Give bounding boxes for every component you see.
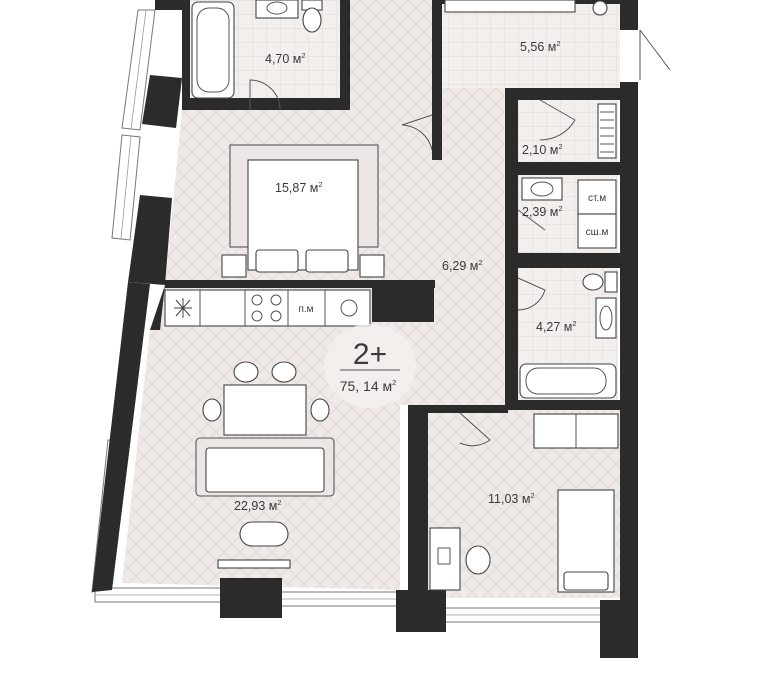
area-bathroom-top: 4,70 м2 xyxy=(265,51,306,66)
sink-icon xyxy=(595,297,617,339)
area-storage: 2,39 м2 xyxy=(522,204,563,219)
walls xyxy=(92,0,638,658)
washer-label: ст.м xyxy=(588,193,606,204)
sofa-icon xyxy=(195,437,335,497)
bathtub-icon xyxy=(519,363,617,399)
furniture: ст.м сш.м xyxy=(164,0,619,593)
area-hallway: 6,29 м2 xyxy=(442,258,483,273)
area-living-kitchen: 22,93 м2 xyxy=(234,498,282,513)
wardrobe-icon xyxy=(533,413,619,449)
washer-icon: ст.м xyxy=(577,179,617,215)
sink-icon xyxy=(255,0,299,19)
area-wc-small: 2,10 м2 xyxy=(522,142,563,157)
area-kitchen-entry: 5,56 м2 xyxy=(520,39,561,54)
dishwasher-label: п.м xyxy=(298,304,313,315)
room-labels: 4,70 м2 5,56 м2 15,87 м2 2,10 м2 2,39 м2… xyxy=(234,39,577,513)
room-count-label: 2+ xyxy=(353,338,387,371)
heated-towel-rail-icon xyxy=(597,103,617,159)
coffee-table-icon xyxy=(239,521,289,547)
toilet-icon xyxy=(582,271,618,293)
laundry-sink-icon xyxy=(521,177,563,201)
toilet-icon xyxy=(301,0,323,33)
dryer-icon: сш.м xyxy=(577,213,617,249)
dryer-label: сш.м xyxy=(586,227,609,238)
area-bathroom-right: 4,27 м2 xyxy=(536,319,577,334)
kitchen-counter xyxy=(164,289,371,327)
apartment-summary: 2+ 75, 14 м2 xyxy=(324,324,416,408)
dining-table-icon xyxy=(202,361,330,436)
round-fixture-icon xyxy=(592,0,608,16)
bathtub-icon xyxy=(191,1,235,99)
doors xyxy=(249,29,671,447)
double-bed-icon xyxy=(221,144,385,278)
total-area-label: 75, 14 м2 xyxy=(340,378,397,394)
single-bed-icon xyxy=(557,489,615,593)
area-bedroom: 15,87 м2 xyxy=(275,180,323,195)
tv-stand-icon xyxy=(217,559,291,569)
area-bedroom-2: 11,03 м2 xyxy=(488,491,535,506)
desk-icon xyxy=(429,527,491,591)
